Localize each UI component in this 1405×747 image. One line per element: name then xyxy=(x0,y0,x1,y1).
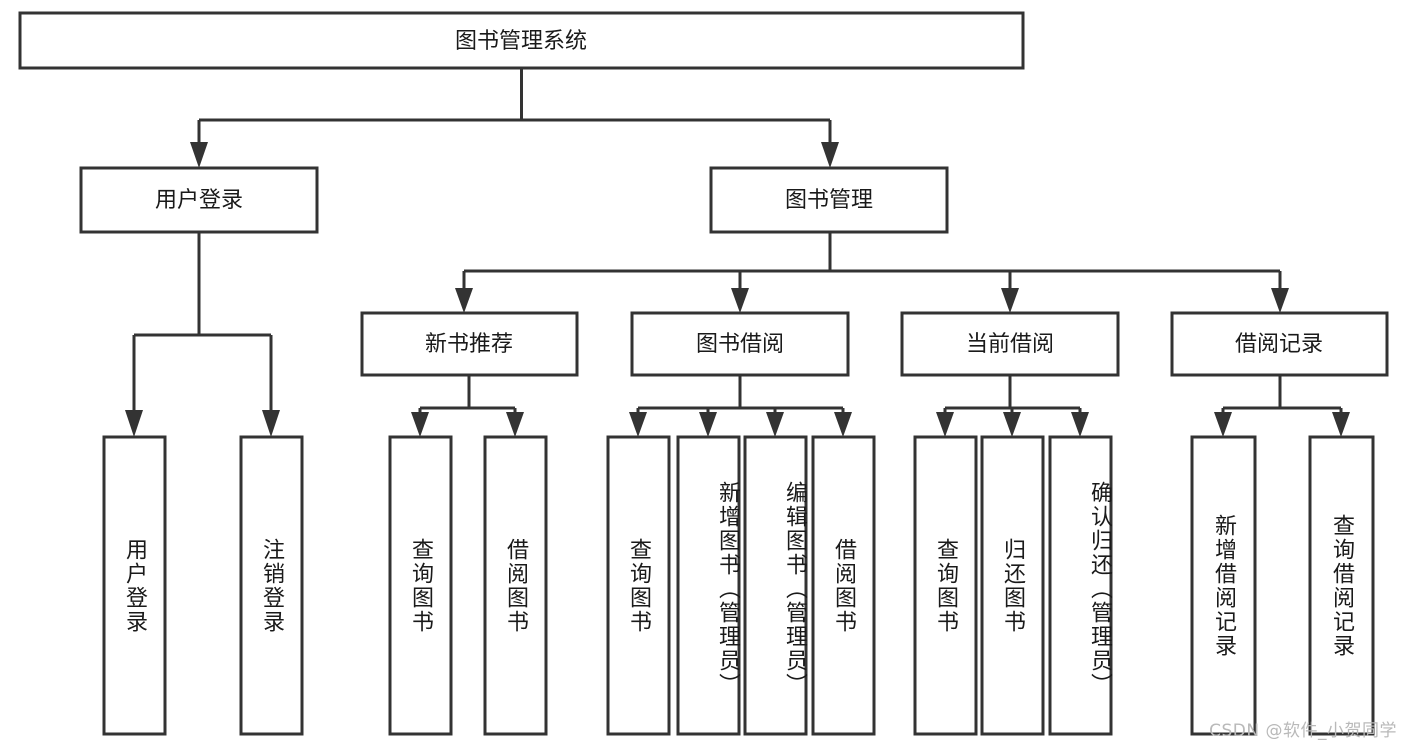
node-book-borrow-label: 图书借阅 xyxy=(696,332,784,357)
edge-group-user-login xyxy=(125,232,280,437)
leaf-box-query-record[interactable] xyxy=(1308,435,1375,736)
leaf-box-logout-login[interactable] xyxy=(239,435,304,736)
arrow-nbr-c2 xyxy=(506,412,524,437)
node-root-label: 图书管理系统 xyxy=(455,29,587,54)
node-book-borrow-box[interactable] xyxy=(630,311,850,377)
arrow-bb-c2 xyxy=(699,412,717,437)
arrow-nbr-c1 xyxy=(411,412,429,437)
arrow-bm-c3 xyxy=(1001,288,1019,313)
node-current-borrow-box[interactable] xyxy=(900,311,1120,377)
leaf-box-user-login[interactable] xyxy=(102,435,167,736)
arrow-bm-c2 xyxy=(731,288,749,313)
leaf-box-add-record[interactable] xyxy=(1190,435,1257,736)
node-borrow-record-label: 借阅记录 xyxy=(1235,332,1323,357)
arrow-bb-c1 xyxy=(629,412,647,437)
node-user-login[interactable]: 用户登录 xyxy=(79,166,319,234)
edge-group-root xyxy=(190,68,839,168)
node-current-borrow-label: 当前借阅 xyxy=(966,332,1054,357)
leaf-box-add-book[interactable] xyxy=(676,435,741,736)
arrow-cb-c2 xyxy=(1003,412,1021,437)
node-root-box[interactable] xyxy=(18,11,1025,70)
node-current-borrow[interactable]: 当前借阅 xyxy=(900,311,1120,377)
edge-group-borrow-record xyxy=(1214,375,1350,437)
leaf-box-confirm-return[interactable] xyxy=(1048,435,1113,736)
arrow-bm-c4 xyxy=(1271,288,1289,313)
leaf-box-query-book-2[interactable] xyxy=(606,435,671,736)
node-book-borrow[interactable]: 图书借阅 xyxy=(630,311,850,377)
leaf-box-borrow-book-2[interactable] xyxy=(811,435,876,736)
node-book-manage-label: 图书管理 xyxy=(785,188,873,213)
node-new-book-rec-label: 新书推荐 xyxy=(425,332,513,357)
node-user-login-label: 用户登录 xyxy=(155,188,243,213)
arrow-bb-c3 xyxy=(766,412,784,437)
edge-group-current-borrow xyxy=(936,375,1089,437)
leaf-box-edit-book[interactable] xyxy=(743,435,808,736)
node-new-book-rec[interactable]: 新书推荐 xyxy=(360,311,579,377)
leaf-box-borrow-book-1[interactable] xyxy=(483,435,548,736)
arrow-cb-c1 xyxy=(936,412,954,437)
leaf-box-return-book[interactable] xyxy=(980,435,1045,736)
node-borrow-record-box[interactable] xyxy=(1170,311,1389,377)
node-book-manage[interactable]: 图书管理 xyxy=(709,166,949,234)
arrow-user-login-c2 xyxy=(262,410,280,437)
edge-group-book-manage xyxy=(455,232,1289,313)
csdn-watermark: CSDN @软件_小贺同学 xyxy=(1209,721,1397,741)
node-borrow-record[interactable]: 借阅记录 xyxy=(1170,311,1389,377)
arrow-br-c1 xyxy=(1214,412,1232,437)
arrow-root-to-user-login xyxy=(190,142,208,168)
node-book-manage-box[interactable] xyxy=(709,166,949,234)
leaf-box-query-book-3[interactable] xyxy=(913,435,978,736)
arrow-bm-c1 xyxy=(455,288,473,313)
edge-group-new-book-rec xyxy=(411,375,524,437)
node-root[interactable]: 图书管理系统 xyxy=(18,11,1025,70)
leaf-box-query-book-1[interactable] xyxy=(388,435,453,736)
arrow-cb-c3 xyxy=(1071,412,1089,437)
leaf-box-group xyxy=(102,435,1375,736)
edge-group-book-borrow xyxy=(629,375,852,437)
arrow-root-to-book-manage xyxy=(821,142,839,168)
node-new-book-rec-box[interactable] xyxy=(360,311,579,377)
node-user-login-box[interactable] xyxy=(79,166,319,234)
arrow-user-login-c1 xyxy=(125,410,143,437)
arrow-bb-c4 xyxy=(834,412,852,437)
arrow-br-c2 xyxy=(1332,412,1350,437)
